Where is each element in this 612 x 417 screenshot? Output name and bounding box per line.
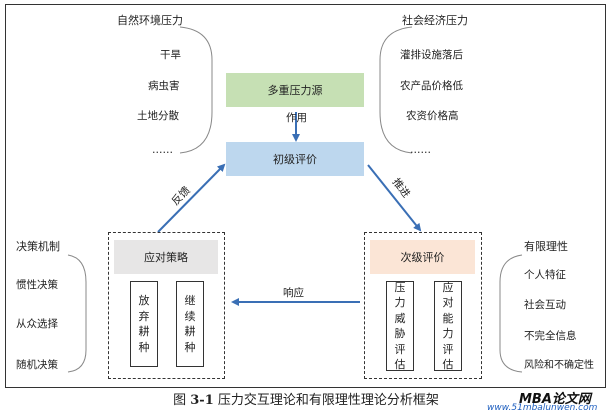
continue-farming-label: 继续耕种 bbox=[184, 294, 196, 354]
bounded-rationality-item: 个人特征 bbox=[524, 269, 566, 281]
brace-bottom-left bbox=[67, 254, 87, 373]
multiple-pressure-source-box: 多重压力源 bbox=[226, 73, 364, 107]
decision-mechanism-item: 惯性决策 bbox=[16, 279, 58, 291]
natural-pressure-item: 干旱 bbox=[160, 49, 181, 61]
bounded-rationality-item: 不完全信息 bbox=[524, 330, 577, 342]
socioeconomic-pressure-item: 灌排设施落后 bbox=[400, 49, 463, 61]
decision-mechanism-item: 随机决策 bbox=[16, 359, 58, 371]
secondary-evaluation-group bbox=[364, 232, 482, 379]
abandon-farming-box: 放弃耕种 bbox=[130, 281, 158, 367]
socioeconomic-pressure-title: 社会经济压力 bbox=[402, 14, 468, 27]
caption-text: 压力交互理论和有限理性理论分析框架 bbox=[213, 393, 439, 408]
brace-top-left bbox=[179, 26, 213, 154]
watermark-url: www.51mbalunwen.com bbox=[487, 403, 598, 413]
natural-pressure-title: 自然环境压力 bbox=[117, 14, 183, 27]
primary-evaluation-label: 初级评价 bbox=[273, 152, 317, 166]
brace-top-right bbox=[379, 26, 413, 154]
socioeconomic-pressure-item: 农产品价格低 bbox=[400, 80, 463, 92]
socioeconomic-pressure-item: 农资价格高 bbox=[406, 110, 459, 122]
decision-mechanism-item: 从众选择 bbox=[16, 318, 58, 330]
secondary-evaluation-label: 次级评价 bbox=[400, 250, 445, 264]
secondary-evaluation-box: 次级评价 bbox=[370, 240, 475, 274]
coping-ability-assessment-label: 应对能力评估 bbox=[442, 280, 454, 372]
natural-pressure-ellipsis: …… bbox=[152, 144, 173, 156]
diagram-frame bbox=[5, 4, 606, 388]
coping-ability-assessment-box: 应对能力评估 bbox=[434, 281, 462, 371]
response-label: 响应 bbox=[283, 287, 304, 299]
primary-evaluation-box: 初级评价 bbox=[226, 142, 364, 176]
threat-assessment-label: 压力威胁评估 bbox=[394, 280, 406, 372]
continue-farming-box: 继续耕种 bbox=[176, 281, 204, 367]
natural-pressure-item: 病虫害 bbox=[148, 80, 180, 92]
bounded-rationality-title: 有限理性 bbox=[524, 240, 568, 253]
multiple-pressure-source-label: 多重压力源 bbox=[267, 83, 323, 97]
strategy-group bbox=[108, 232, 225, 379]
caption-prefix: 图 bbox=[173, 393, 191, 408]
brace-bottom-right bbox=[499, 254, 523, 373]
bounded-rationality-item: 风险和不确定性 bbox=[524, 360, 594, 371]
abandon-farming-label: 放弃耕种 bbox=[138, 294, 150, 354]
arrow-promote bbox=[367, 164, 422, 232]
caption-number: 3-1 bbox=[190, 393, 214, 408]
coping-strategy-box: 应对策略 bbox=[114, 240, 218, 274]
socioeconomic-pressure-ellipsis: …… bbox=[410, 144, 431, 156]
arrow-feedback bbox=[157, 163, 226, 233]
bounded-rationality-item: 社会互动 bbox=[524, 299, 566, 311]
threat-assessment-box: 压力威胁评估 bbox=[386, 281, 414, 371]
decision-mechanism-title: 决策机制 bbox=[16, 240, 60, 253]
figure-caption: 图 3-1 压力交互理论和有限理性理论分析框架 bbox=[0, 393, 612, 409]
watermark-brand: MBA论文网 bbox=[519, 392, 591, 407]
natural-pressure-item: 土地分散 bbox=[137, 110, 179, 122]
coping-strategy-label: 应对策略 bbox=[144, 250, 188, 264]
action-label: 作用 bbox=[286, 112, 307, 124]
